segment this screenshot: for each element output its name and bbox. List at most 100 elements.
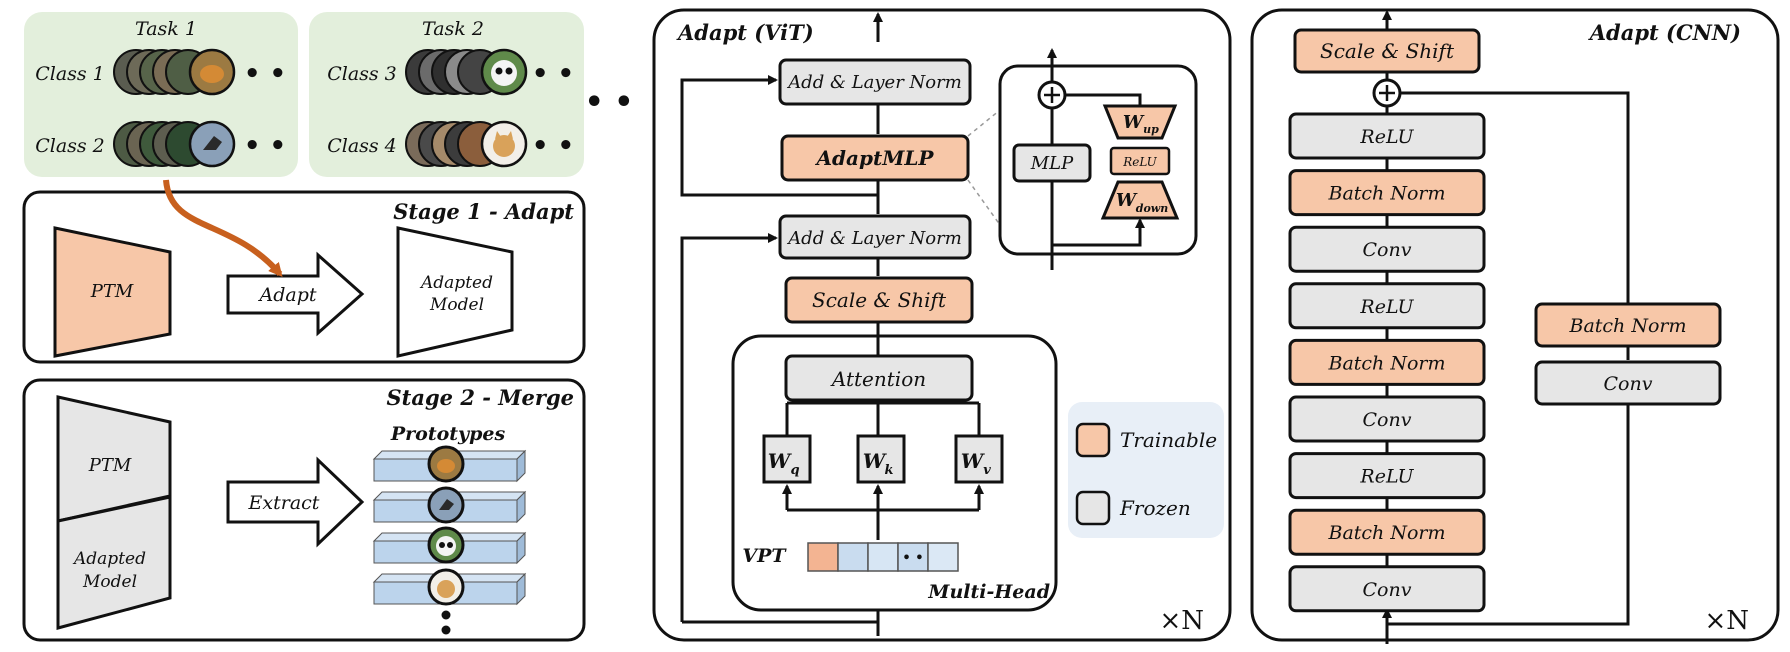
stage-2-adapted-line-1: Adapted [72,549,146,569]
cnn-stack-block-label-5: Batch Norm [1327,352,1445,374]
cnn-skip-batch-norm-label: Batch Norm [1568,315,1686,337]
class-3-ellipsis: • • [532,59,574,89]
vit-add-norm-bottom-label: Add & Layer Norm [786,228,962,249]
legend-trainable-swatch [1075,422,1111,458]
vit-add-norm-top [778,58,972,106]
vit-adaptmlp [780,134,970,182]
prototype-bar-3 [372,526,527,565]
adaptmlp-relu-label: ReLU [1122,155,1157,169]
vit-times-n: ×N [1159,606,1204,636]
cnn-stack-block-label-7: ReLU [1359,466,1414,488]
prototype-bar-1 [372,445,527,483]
vit-wq-sub: q [790,463,799,478]
adapt-arrow-label: Adapt [257,284,316,306]
task-1-class-1-label: Class 1 [35,63,105,85]
adaptmlp-mlp-label: MLP [1030,153,1074,174]
stage-1-ptm-block [53,226,172,358]
cnn-stack-block-label-3: Conv [1363,239,1412,261]
adaptmlp-w-down-label: W [1116,190,1138,211]
adaptmlp-w-down-sub: down [1136,202,1169,215]
prototypes-label: Prototypes [390,423,506,445]
vit-wq-label: W [768,449,793,473]
task-1-title: Task 1 [135,18,197,40]
tasks-ellipsis: • • [585,85,634,120]
prototypes-vertical-ellipsis [441,610,451,635]
cnn-times-n: ×N [1704,606,1749,636]
stage-1-title: Stage 1 - Adapt [393,199,574,224]
vit-wk-label: W [863,449,888,473]
class-2-image-stack [113,120,236,168]
vit-wk [856,434,906,484]
legend-frozen-label: Frozen [1119,496,1191,520]
adaptmlp-relu [1109,146,1171,176]
cnn-scale-shift-label: Scale & Shift [1320,39,1455,63]
task-2-title: Task 2 [422,18,484,40]
adaptmlp-w-up-label: W [1123,112,1145,133]
vit-add-norm-top-label: Add & Layer Norm [786,72,962,93]
cnn-stack-block-label-4: ReLU [1359,296,1414,318]
adaptmlp-w-down [1100,180,1180,220]
stage-2-panel: Stage 2 - Merge PTM Adapted Model Extrac… [22,378,586,642]
vit-title: Adapt (ViT) [676,20,814,45]
class-4-ellipsis: • • [532,131,574,161]
adapt-arrow [226,251,365,337]
cnn-skip-conv-label: Conv [1604,373,1653,395]
adaptmlp-w-up [1102,104,1178,140]
stage-2-ptm-label: PTM [88,455,132,476]
cnn-skip-up [1400,91,1630,304]
task-1-class-2-label: Class 2 [35,135,105,157]
stage-1-adapted-line-2: Model [429,295,484,315]
cnn-stack-block-label-2: Batch Norm [1327,183,1445,205]
vit-add-norm-bottom [778,214,972,260]
class-1-image-stack [113,48,236,96]
vit-panel: Adapt (ViT) Add & Layer Norm AdaptMLP Ad… [652,8,1232,642]
vit-attention-label: Attention [830,367,926,391]
vit-residual-1 [680,233,778,622]
cnn-stack-block-label-9: Conv [1363,579,1412,601]
task-1-panel: Task 1 Class 1 Class 2 • • • • [24,12,298,177]
stage-1-panel: Stage 1 - Adapt PTM Adapt Adapted Model [22,190,586,364]
cnn-skip-batch-norm [1534,302,1722,348]
vit-wv-label: W [961,449,986,473]
prototype-bar-2 [372,486,527,524]
vit-wq [762,434,812,484]
cnn-skip-conv [1534,360,1722,406]
class-2-ellipsis: • • [244,131,286,161]
vpt-dots: • • [902,551,923,566]
multi-head-label: Multi-Head [927,581,1050,603]
task-to-adapt-arrow [163,179,283,278]
vpt-token-row: • • [807,542,959,572]
task-2-panel: Task 2 Class 3 Class 4 • • • • [309,12,584,177]
stage-1-adapted-model-block [396,226,514,358]
cnn-stack-block-label-6: Conv [1363,409,1412,431]
stage-2-adapted-model-block [56,495,172,630]
class-4-image-stack [405,120,528,168]
stage-1-ptm-label: PTM [90,281,134,302]
vit-scale-shift-label: Scale & Shift [812,288,947,312]
vpt-label: VPT [742,545,787,567]
stage-2-title: Stage 2 - Merge [387,385,575,410]
vit-wk-sub: k [884,463,893,478]
legend-trainable-label: Trainable [1120,428,1217,452]
stage-1-adapted-line-1: Adapted [419,273,493,293]
vit-wv-sub: v [983,463,991,478]
legend-frozen-swatch [1075,490,1111,526]
adaptmlp-mlp [1012,143,1092,183]
vit-residual-2 [680,75,878,197]
vit-scale-shift [784,276,974,324]
cnn-skip-down [1387,404,1630,626]
vit-adaptmlp-label: AdaptMLP [815,146,935,170]
task-2-class-3-label: Class 3 [327,63,397,85]
cnn-title: Adapt (CNN) [1588,20,1741,45]
stage-2-adapted-line-2: Model [82,572,137,592]
legend: Trainable Frozen [1068,402,1224,538]
extract-arrow [226,456,365,548]
class-1-ellipsis: • • [244,59,286,89]
prototype-bar-4 [372,568,527,606]
cnn-panel: Adapt (CNN) Scale & Shift Batch Norm Con… [1250,8,1780,644]
cnn-stack-block-9 [1288,565,1486,613]
cnn-stack-block-label-8: Batch Norm [1327,522,1445,544]
class-3-image-stack [405,48,528,96]
